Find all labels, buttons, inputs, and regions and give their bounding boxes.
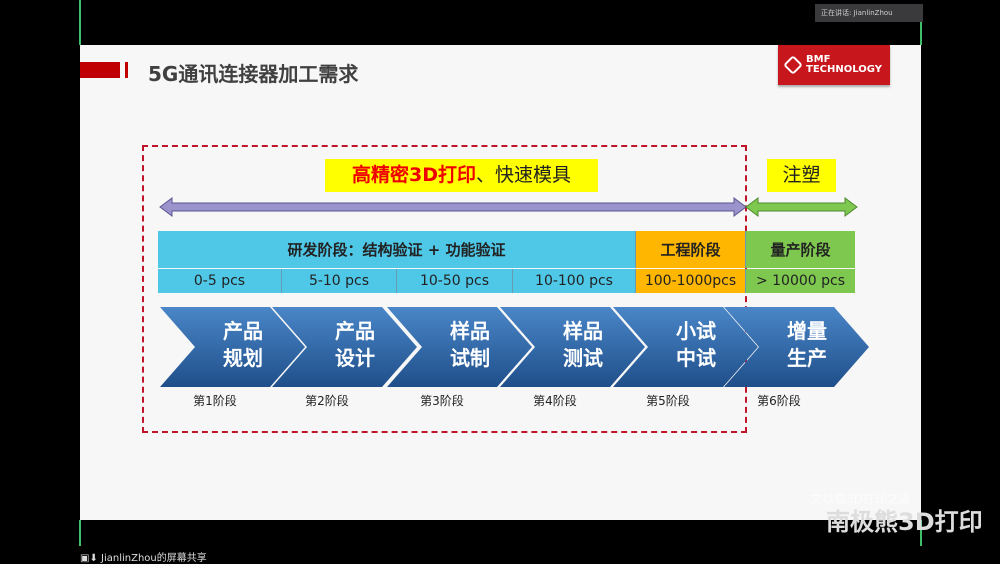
banner-highlight: 高精密3D打印: [351, 164, 476, 186]
phase-rd: 研发阶段：结构验证 + 功能验证: [158, 231, 636, 268]
chevron-label: 产品规划: [213, 318, 273, 372]
chevron-label-line1: 增量: [787, 319, 827, 343]
banner-injection: 注塑: [767, 159, 836, 192]
chevron-label-line2: 规划: [223, 346, 263, 370]
process-chevrons: [160, 307, 869, 387]
quantity-cell: > 10000 pcs: [746, 269, 855, 293]
share-frame-left: [79, 0, 81, 45]
stage-label: 第2阶段: [305, 394, 349, 408]
bmf-logo-icon: [783, 55, 803, 75]
screen-share-label: ▣⬇ JianlinZhou的屏幕共享: [80, 549, 207, 564]
chevron-label-line1: 产品: [335, 319, 375, 343]
stage-label: 第4阶段: [533, 394, 577, 408]
stage-label: 第5阶段: [646, 394, 690, 408]
share-frame-right-bottom: [920, 520, 922, 546]
chevron-label-line1: 产品: [223, 319, 263, 343]
logo-line1: BMF: [806, 54, 831, 65]
chevron-step: [387, 307, 532, 387]
chevron-label: 样品试制: [440, 318, 500, 372]
chevron-label-line2: 设计: [335, 346, 375, 370]
chevron-label: 产品设计: [325, 318, 385, 372]
phase-mass-production: 量产阶段: [746, 231, 855, 268]
banner-rest: 、快速模具: [475, 164, 571, 186]
chevron-label-line1: 小试: [676, 319, 716, 343]
share-text: JianlinZhou的屏幕共享: [101, 553, 207, 564]
arrow-3d-printing: [159, 197, 747, 217]
chevron-label-line2: 中试: [676, 346, 716, 370]
chevron-step: [160, 307, 305, 387]
chevron-label-line2: 生产: [787, 346, 827, 370]
chevron-label: 小试中试: [666, 318, 726, 372]
chevron-label-line2: 试制: [450, 346, 490, 370]
share-frame-left-bottom: [79, 520, 81, 546]
banner-3d-printing: 高精密3D打印、快速模具: [325, 159, 598, 192]
chevron-step: [500, 307, 645, 387]
watermark-large: 南极熊3D打印: [826, 508, 983, 536]
stage-label: 第3阶段: [420, 394, 464, 408]
arrow-injection: [745, 197, 858, 217]
chevron-step: [272, 307, 417, 387]
slide-title: 5G通讯连接器加工需求: [148, 62, 359, 86]
chevron-step: [613, 307, 758, 387]
title-accent-bar: [80, 62, 120, 78]
chevron-label-line1: 样品: [450, 319, 490, 343]
title-accent-bar-thin: [125, 62, 128, 78]
quantity-cell: 100-1000pcs: [636, 269, 746, 293]
share-icon: ▣⬇: [80, 553, 98, 564]
stage-label: 第6阶段: [757, 394, 801, 408]
range-arrows: [159, 197, 858, 217]
active-speaker-indicator: 正在讲话: JianlinZhou: [815, 4, 923, 22]
phase-engineering: 工程阶段: [636, 231, 746, 268]
chevron-label-line1: 样品: [563, 319, 603, 343]
logo-line2: TECHNOLOGY: [806, 64, 882, 75]
quantity-cell: 10-50 pcs: [397, 269, 513, 293]
quantity-cell: 0-5 pcs: [158, 269, 282, 293]
chevron-label: 增量生产: [777, 318, 837, 372]
quantity-cell: 5-10 pcs: [282, 269, 397, 293]
quantity-cell: 10-100 pcs: [513, 269, 636, 293]
chevron-step: [724, 307, 869, 387]
chevron-label-line2: 测试: [563, 346, 603, 370]
share-frame-right: [920, 22, 922, 45]
watermark-small: 文以载3D打印之道: [810, 492, 911, 506]
stage-label: 第1阶段: [193, 394, 237, 408]
chevron-label: 样品测试: [553, 318, 613, 372]
